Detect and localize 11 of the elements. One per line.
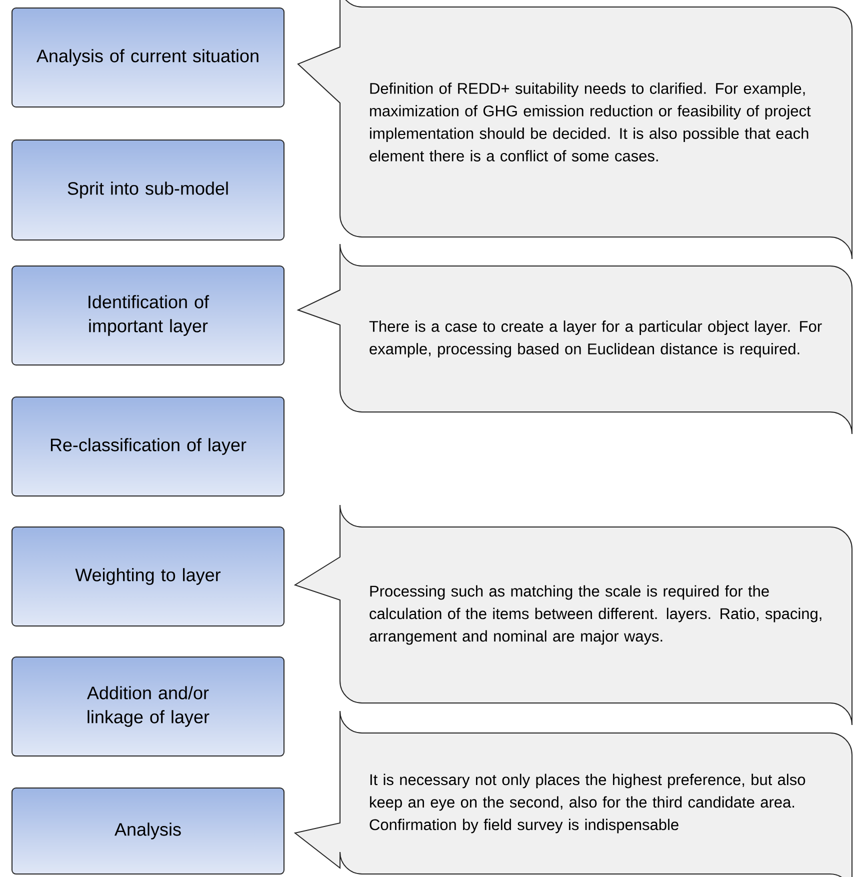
process-box: Weighting to layer (12, 526, 284, 626)
speech-bubble: There is a case to create a layer for a particular object layer. For example, processing based on Euclidean distance is required. (298, 244, 852, 434)
speech-bubble: Processing such as matching the scale is required for the calculation of the items between different. layers. Ratio, spacing, arrangement and nominal are major ways. (294, 504, 852, 726)
process-box: Analysis of current situation (12, 8, 284, 108)
process-box: Sprit into sub-model (12, 140, 284, 240)
speech-bubble: It is necessary not only places the highest preference, but also keep an eye on the second, also for the third candidate area. Confirmation by field survey is indispensable (294, 710, 852, 877)
process-box: Addition and/or linkage of layer (12, 656, 284, 756)
speech-bubble: Definition of REDD+ suitability needs to clarified. For example, maximization of GHG emission reduction or feasibility of project implementation should be decided. It is also possible that each element there is a conflict of some cases. (298, 0, 852, 260)
process-box: Identification of important layer (12, 266, 284, 366)
process-box: Analysis (12, 788, 284, 874)
process-box: Re-classification of layer (12, 396, 284, 496)
